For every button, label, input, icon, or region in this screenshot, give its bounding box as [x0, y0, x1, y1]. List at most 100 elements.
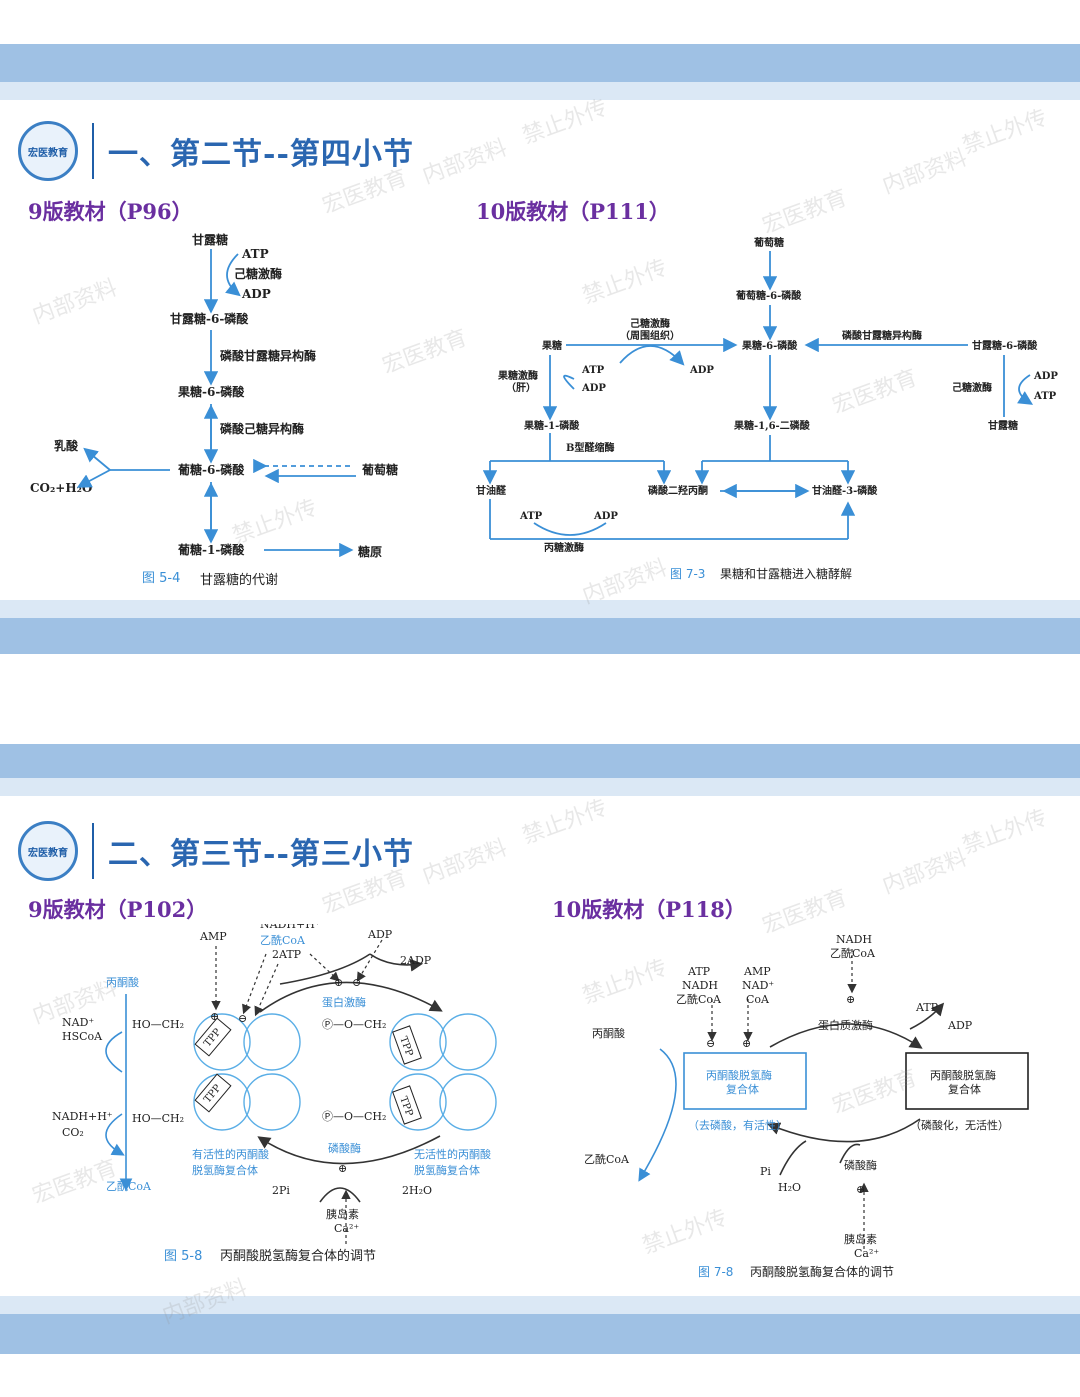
caption-text: 丙酮酸脱氢酶复合体的调节: [750, 1264, 894, 1279]
protein-kinase-label: 蛋白激酶: [322, 995, 366, 1009]
ca-label: Ca²⁺: [854, 1247, 879, 1260]
pi-label: Pi: [760, 1165, 771, 1178]
title-divider: [92, 823, 94, 879]
caption-number: 图 5-4: [142, 571, 180, 586]
inactive-pdc-line2: 脱氢酶复合体: [414, 1163, 480, 1177]
glyceraldehyde-label: 甘油醛: [476, 484, 507, 497]
brand-logo: 宏医教育: [18, 121, 78, 181]
atp-label: ATP: [581, 365, 605, 376]
plus-sign: ⊕: [742, 1037, 751, 1050]
insulin-label: 胰岛素: [326, 1207, 359, 1221]
insulin-label: 胰岛素: [844, 1232, 877, 1246]
f1p-label: 果糖-1-磷酸: [523, 419, 580, 432]
ho-ch2-label: HO—CH₂: [132, 1018, 184, 1031]
ca-label: Ca²⁺: [334, 1222, 359, 1235]
bottom-band: [0, 1314, 1080, 1354]
pyruvate-label: 丙酮酸: [106, 975, 139, 989]
nadh-label: NADH: [836, 933, 872, 946]
pmi-label: 磷酸甘露糖异构酶: [842, 329, 922, 342]
caption-text: 果糖和甘露糖进入糖酵解: [720, 566, 852, 581]
slide-2: 宏医教育 二、第三节--第三小节 9版教材（P102） 10版教材（P118）: [0, 744, 1080, 1354]
amp-label: AMP: [743, 965, 771, 978]
caption-text: 丙酮酸脱氢酶复合体的调节: [220, 1248, 376, 1264]
slide-1: 宏医教育 一、第二节--第四小节 9版教材（P96） 10版教材（P111） 甘…: [0, 44, 1080, 654]
g6p-label: 葡糖-6-磷酸: [177, 462, 245, 477]
pdc-inactive-line1: 丙酮酸脱氢酶: [930, 1068, 996, 1082]
glucose-label: 葡萄糖: [361, 462, 398, 477]
acetylcoa-label-2: 乙酰CoA: [106, 1179, 152, 1193]
pdc-active-box: [683, 1052, 807, 1110]
glycogen-label: 糖原: [358, 544, 382, 559]
f6p-label: 果糖-6-磷酸: [741, 339, 798, 352]
mannose-label: 甘露糖: [988, 419, 1018, 432]
phosphatase-label: 磷酸酶: [844, 1158, 877, 1172]
plus-sign: ⊕: [856, 1183, 865, 1196]
two-atp-label: 2ATP: [272, 948, 302, 961]
fbp-label: 果糖-1,6-二磷酸: [733, 419, 811, 432]
dhap-label: 磷酸二羟丙酮: [648, 484, 708, 497]
slide-title: 二、第三节--第三小节: [108, 837, 414, 872]
phosphatase-label: 磷酸酶: [328, 1141, 361, 1155]
h2o-label: H₂O: [778, 1181, 801, 1194]
caption-number: 图 5-8: [164, 1249, 202, 1264]
fructose-label: 果糖: [541, 339, 562, 352]
atp-label-2: ATP: [915, 1001, 939, 1014]
inactive-pdc-line1: 无活性的丙酮酸: [414, 1147, 491, 1161]
two-pi-label: 2Pi: [272, 1184, 290, 1197]
title-divider: [92, 123, 94, 179]
protein-kinase-label: 蛋白质激酶: [818, 1018, 873, 1032]
g1p-label: 葡糖-1-磷酸: [177, 542, 245, 557]
mannose-label: 甘露糖: [192, 232, 228, 247]
g6p-label: 葡萄糖-6-磷酸: [735, 289, 802, 302]
nad-label: NAD⁺: [368, 924, 400, 927]
plus-sign: ⊕: [846, 993, 855, 1006]
edition-9-label: 9版教材（P102）: [28, 897, 208, 922]
active-pdc-line1: 有活性的丙酮酸: [192, 1147, 269, 1161]
co2-label: CO₂: [62, 1126, 84, 1139]
atp-label: ATP: [241, 247, 269, 261]
plus-sign: ⊕: [210, 1010, 219, 1023]
fk-note-label: （肝）: [506, 381, 536, 394]
edition-10-label: 10版教材（P118）: [552, 897, 746, 922]
two-adp-label: 2ADP: [400, 954, 432, 967]
slide-title: 一、第二节--第四小节: [108, 137, 414, 172]
amp-label: AMP: [199, 930, 227, 943]
pdc-inactive-box: [905, 1052, 1029, 1110]
phos-label: （磷酸化，无活性）: [910, 1118, 1009, 1132]
bottom-band-light: [0, 600, 1080, 618]
nadh-label-2: NADH: [682, 979, 718, 992]
adp-label-3: ADP: [1033, 371, 1058, 382]
hk-label: 己糖激酶: [630, 317, 670, 330]
nad-label-2: NAD⁺: [62, 1016, 94, 1029]
glucose-label: 葡萄糖: [753, 236, 784, 249]
watermark: 内部资料: [879, 145, 971, 200]
nadh-label-2: NADH+H⁺: [52, 1110, 113, 1123]
adp-label: ADP: [367, 928, 393, 941]
edition-9-label: 9版教材（P96）: [28, 199, 193, 224]
adp-label: ADP: [947, 1019, 973, 1032]
acetylcoa-label: 乙酰CoA: [260, 933, 306, 947]
pdc-active-line2: 复合体: [726, 1082, 759, 1096]
plus-sign: ⊕: [338, 1162, 347, 1175]
pmi-label: 磷酸甘露糖异构酶: [220, 348, 316, 363]
f6p-label: 果糖-6-磷酸: [177, 384, 245, 399]
pgi-label: 磷酸己糖异构酶: [220, 421, 304, 436]
g3p-label: 甘油醛-3-磷酸: [812, 484, 878, 497]
caption-number: 图 7-3: [670, 567, 705, 581]
triokinase-label: 丙糖激酶: [544, 541, 584, 554]
bottom-band: [0, 618, 1080, 654]
brand-logo: 宏医教育: [18, 821, 78, 881]
minus-sign: ⊖: [706, 1037, 715, 1050]
pyruvate-label: 丙酮酸: [592, 1026, 625, 1040]
two-h2o-label: 2H₂O: [402, 1184, 432, 1197]
fk-label: 果糖激酶: [497, 369, 538, 382]
m6p-label: 甘露糖-6-磷酸: [170, 311, 249, 326]
hk-label-2: 己糖激酶: [952, 381, 992, 394]
atp-label-3: ATP: [519, 511, 543, 522]
bottom-band-light: [0, 1296, 1080, 1314]
figure-pdh-regulation-9th: TPP TPP TPP TPP 丙酮酸 AMP NADH+H⁺ 乙酰CoA 2A: [52, 924, 497, 1264]
pdc-inactive-line2: 复合体: [948, 1082, 981, 1096]
watermark: 禁止外传: [959, 805, 1051, 860]
adp-label: ADP: [581, 383, 606, 394]
adp-label-4: ADP: [593, 511, 618, 522]
